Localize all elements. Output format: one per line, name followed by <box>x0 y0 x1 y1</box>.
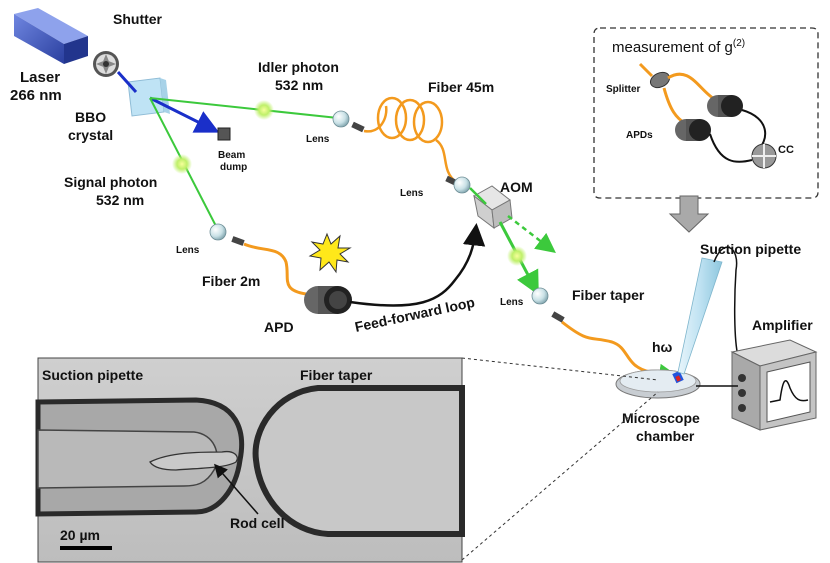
down-arrow <box>668 195 710 233</box>
microscope-chamber <box>615 369 701 399</box>
g2-apds-label: APDs <box>626 130 653 141</box>
g2-fiber-in <box>638 62 654 78</box>
fiber-taper-label: Fiber taper <box>572 287 645 303</box>
bbo-crystal <box>127 77 170 117</box>
fiber-coupler-signal <box>231 236 245 246</box>
pipette-wire <box>713 246 739 357</box>
g2-measurement-box <box>593 27 819 199</box>
fiber-coupler-idler <box>351 121 365 133</box>
scale-bar-label: 20 µm <box>60 527 100 543</box>
zoom-line-bottom <box>461 391 659 561</box>
micrograph-pipette-label: Suction pipette <box>42 367 143 383</box>
beam-dump <box>217 127 231 141</box>
g2-apd-2 <box>675 119 711 141</box>
laser-wavelength-label: 266 nm <box>10 87 62 104</box>
g2-fiber-b <box>662 87 687 126</box>
idler-photon-label: Idler photon <box>258 59 339 75</box>
idler-beam <box>149 97 339 119</box>
idler-photon-glow <box>254 100 274 120</box>
bbo-label: BBO <box>75 109 106 125</box>
shutter-label: Shutter <box>113 11 163 27</box>
microscope-chamber-label: Microscope <box>622 410 700 426</box>
fiber-coupler-taper <box>551 311 565 323</box>
fiber-2m <box>243 242 307 296</box>
fiber-45m <box>363 96 457 183</box>
bbo-crystal-label: crystal <box>68 127 113 143</box>
h-omega-label: hω <box>652 339 673 355</box>
zoom-line-top <box>461 357 659 381</box>
feed-forward-label: Feed-forward loop <box>353 294 476 335</box>
lens-idler-label: Lens <box>306 134 330 145</box>
aom <box>473 185 513 230</box>
lens-signal-label: Lens <box>176 245 200 256</box>
laser-label: Laser <box>20 69 60 86</box>
suction-pipette-label: Suction pipette <box>700 241 801 257</box>
amplifier <box>730 339 818 431</box>
shutter <box>93 51 119 77</box>
signal-photon-glow <box>172 154 192 174</box>
feed-forward-loop <box>349 223 486 307</box>
output-photon-glow <box>507 246 527 266</box>
g2-title-sup: (2) <box>733 38 745 49</box>
micrograph-rod-cell-label: Rod cell <box>230 515 284 531</box>
micrograph-fiber-taper <box>252 385 465 537</box>
aom-label: AOM <box>500 179 533 195</box>
g2-title: measurement of g(2) <box>612 38 745 56</box>
apd-label: APD <box>264 319 294 335</box>
fiber-2m-label: Fiber 2m <box>202 273 260 289</box>
laser <box>14 8 88 64</box>
lens-signal <box>209 223 227 241</box>
micrograph-taper-label: Fiber taper <box>300 367 373 383</box>
beam-dump-label-2: dump <box>220 162 247 173</box>
g2-cc-label: CC <box>778 144 794 156</box>
signal-photon-label: Signal photon <box>64 174 157 190</box>
beam-dump-label: Beam <box>218 150 245 161</box>
amplifier-label: Amplifier <box>752 317 813 333</box>
rod-cell-pointer <box>214 463 259 515</box>
detection-flash <box>308 232 352 274</box>
aom-deflected-beam <box>507 215 556 254</box>
g2-cable-2 <box>709 133 753 163</box>
lens-idler <box>332 110 350 128</box>
suction-pipette <box>677 257 723 375</box>
g2-apd-1 <box>707 95 743 117</box>
g2-fiber-a <box>667 72 717 102</box>
g2-coincidence-counter <box>751 143 777 169</box>
lens-aom-in <box>453 176 471 194</box>
aom-beam-in <box>469 187 487 205</box>
g2-splitter-label: Splitter <box>606 84 641 95</box>
fiber-45m-label: Fiber 45m <box>428 79 494 95</box>
idler-wavelength-label: 532 nm <box>275 77 323 93</box>
lens-aom-label: Lens <box>400 188 424 199</box>
micrograph <box>35 357 465 563</box>
g2-splitter <box>649 71 671 89</box>
scale-bar <box>60 546 112 550</box>
fiber-taper-cable <box>561 320 651 374</box>
signal-wavelength-label: 532 nm <box>96 192 144 208</box>
uv-beam-to-dump <box>149 96 220 133</box>
lens-taper <box>531 287 549 305</box>
apd <box>304 286 352 314</box>
microscope-chamber-label-2: chamber <box>636 428 695 444</box>
amplifier-trace <box>769 379 809 403</box>
uv-beam <box>116 70 138 94</box>
lens-taper-label: Lens <box>500 297 524 308</box>
